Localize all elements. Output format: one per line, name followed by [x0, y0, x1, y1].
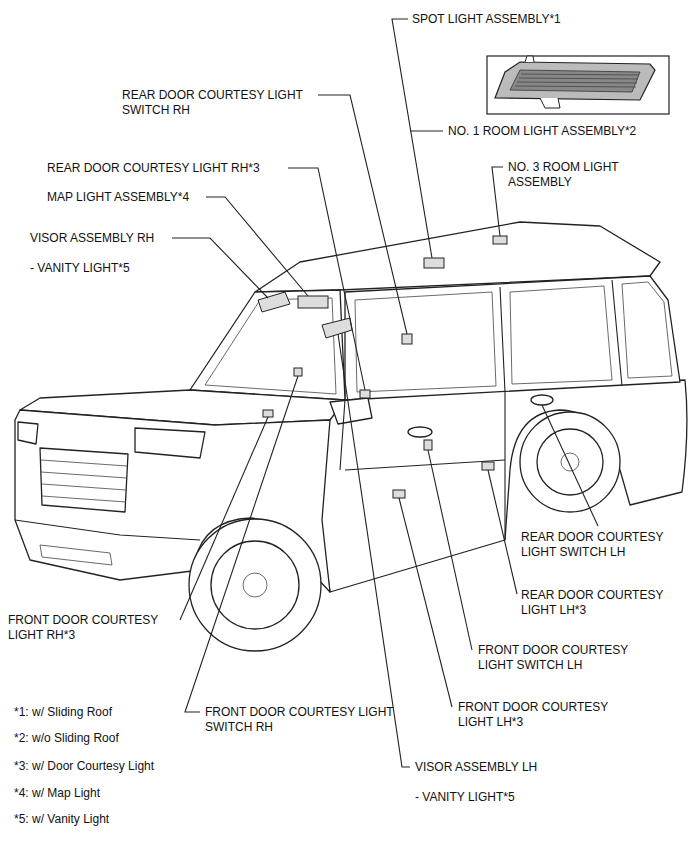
part-label: MAP LIGHT ASSEMBLY*4 — [47, 190, 189, 205]
vehicle-body — [15, 222, 687, 651]
part-label: FRONT DOOR COURTESY LIGHT SWITCH LH — [478, 643, 653, 673]
part-label: REAR DOOR COURTESY LIGHT SWITCH RH — [122, 88, 327, 118]
part-label: FRONT DOOR COURTESY LIGHT LH*3 — [458, 700, 633, 730]
footnote: *1: w/ Sliding Roof — [14, 705, 112, 720]
footnote: *4: w/ Map Light — [14, 786, 100, 801]
part-label: - VANITY LIGHT*5 — [30, 261, 130, 276]
part-label: REAR DOOR COURTESY LIGHT RH*3 — [47, 161, 260, 176]
part-label: REAR DOOR COURTESY LIGHT LH*3 — [521, 588, 686, 618]
footnote: *3: w/ Door Courtesy Light — [14, 759, 154, 774]
part-label: NO. 3 ROOM LIGHT ASSEMBLY — [508, 160, 658, 190]
part-label: REAR DOOR COURTESY LIGHT SWITCH LH — [521, 530, 686, 560]
part-label: NO. 1 ROOM LIGHT ASSEMBLY*2 — [448, 124, 636, 139]
light-parts — [258, 236, 507, 498]
footnote: *2: w/o Sliding Roof — [14, 731, 119, 746]
part-label: VISOR ASSEMBLY RH — [30, 231, 154, 246]
part-label: - VANITY LIGHT*5 — [415, 790, 515, 805]
part-label: VISOR ASSEMBLY LH — [415, 760, 537, 775]
footnote: *5: w/ Vanity Light — [14, 812, 109, 827]
room-light-inset — [487, 56, 669, 114]
part-label: FRONT DOOR COURTESY LIGHT SWITCH RH — [205, 705, 420, 735]
part-label: SPOT LIGHT ASSEMBLY*1 — [412, 12, 561, 27]
part-label: FRONT DOOR COURTESY LIGHT RH*3 — [8, 613, 183, 643]
